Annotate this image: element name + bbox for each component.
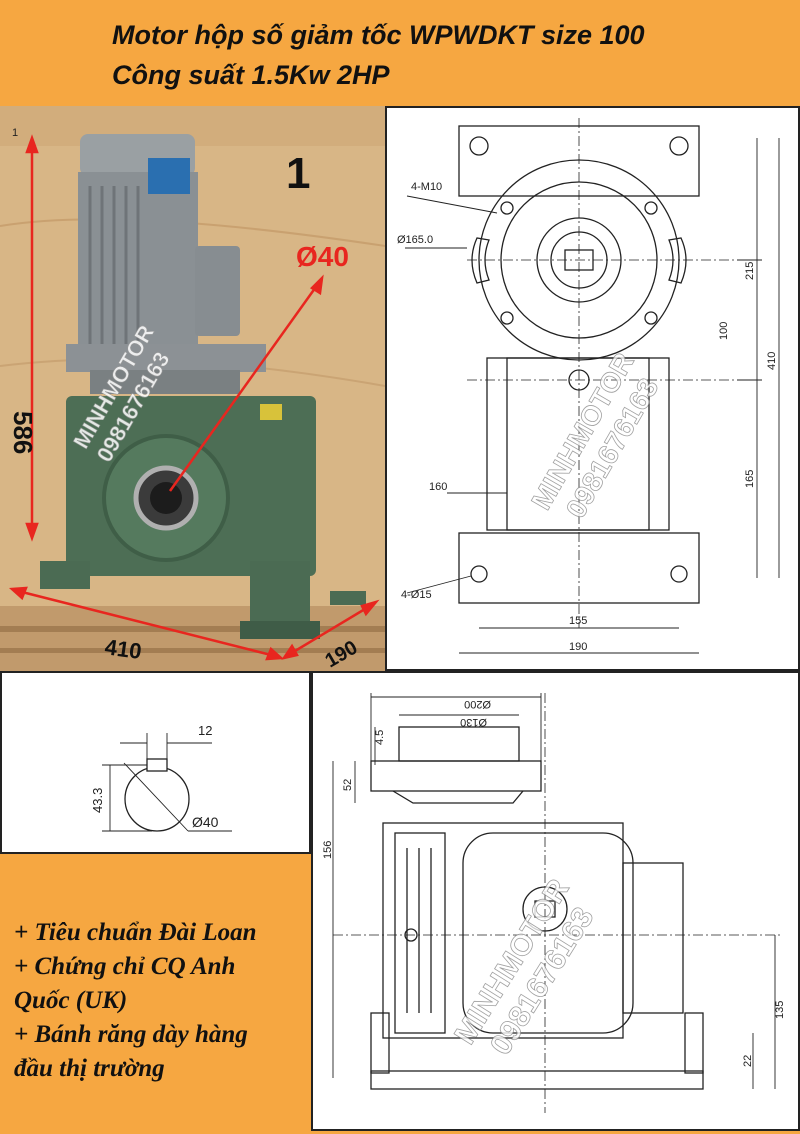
bore-diameter-label: Ø40 — [192, 814, 219, 830]
dim-135: 135 — [774, 1001, 786, 1019]
dim-190: 190 — [569, 641, 587, 653]
photo-number-badge: 1 — [286, 149, 310, 198]
key-width-label: 12 — [198, 723, 212, 738]
foot-holes-label: 4-Ø15 — [401, 589, 432, 601]
keyway-svg: 12 43.3 Ø40 — [90, 723, 232, 832]
dim-155: 155 — [569, 615, 587, 627]
feature-line: đầu thị trường — [14, 1055, 165, 1082]
side-drawing-svg: Ø200 Ø130 4.5 52 156 135 22 MINHMOTOR 09… — [322, 693, 786, 1113]
front-drawing-svg: 4-M10 Ø165.0 215 100 410 165 160 4-Ø15 1… — [397, 118, 780, 654]
header-banner: Motor hộp số giảm tốc WPWDKT size 100 Cô… — [0, 0, 800, 106]
page-title: Motor hộp số giảm tốc WPWDKT size 100 — [112, 20, 645, 50]
dim-130: Ø130 — [460, 716, 487, 728]
dim-215: 215 — [744, 262, 756, 280]
length-dimension: 410 — [103, 634, 143, 664]
keyway-detail-drawing: 12 43.3 Ø40 — [0, 671, 311, 854]
feature-line: Quốc (UK) — [14, 987, 128, 1014]
feature-line: + Chứng chỉ CQ Anh — [14, 953, 236, 980]
height-dimension: 586 — [8, 411, 38, 454]
feature-line: + Bánh răng dày hàng — [14, 1021, 248, 1048]
product-photo-illustration: MINHMOTOR 0981676163 1 1 Ø40 586 410 190 — [0, 106, 385, 671]
dim-22: 22 — [742, 1055, 754, 1067]
key-depth-label: 43.3 — [90, 788, 105, 813]
page-subtitle: Công suất 1.5Kw 2HP — [112, 60, 390, 90]
dim-410: 410 — [766, 352, 778, 370]
shaft-diameter-label: Ø40 — [296, 241, 349, 272]
side-technical-drawing: Ø200 Ø130 4.5 52 156 135 22 MINHMOTOR 09… — [311, 671, 800, 1131]
dim-165: 165 — [744, 470, 756, 488]
dim-52: 52 — [342, 779, 354, 791]
dim-156: 156 — [322, 841, 334, 859]
flange-diameter: Ø165.0 — [397, 234, 433, 246]
features-panel: + Tiêu chuẩn Đài Loan + Chứng chỉ CQ Anh… — [0, 854, 311, 1131]
corner-mark: 1 — [12, 127, 18, 139]
dim-4-5: 4.5 — [374, 730, 386, 745]
product-photo: MINHMOTOR 0981676163 1 1 Ø40 586 410 190 — [0, 106, 385, 671]
dim-160: 160 — [429, 481, 447, 493]
dim-100: 100 — [718, 322, 730, 340]
front-technical-drawing: 4-M10 Ø165.0 215 100 410 165 160 4-Ø15 1… — [385, 106, 800, 671]
dim-200: Ø200 — [464, 698, 491, 710]
bolt-label: 4-M10 — [411, 181, 442, 193]
feature-line: + Tiêu chuẩn Đài Loan — [14, 919, 257, 946]
